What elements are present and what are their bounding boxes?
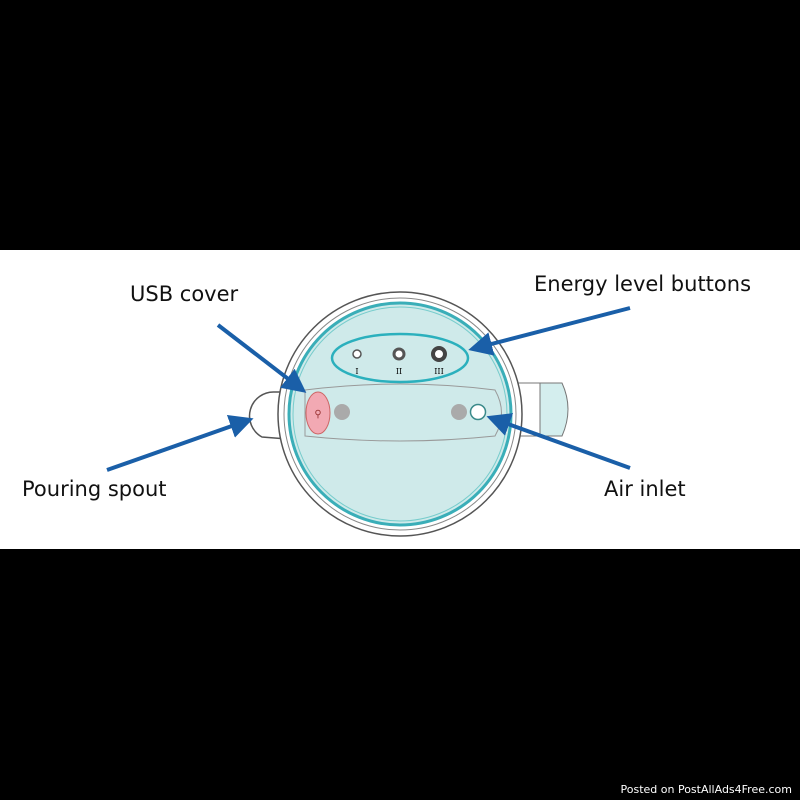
usb-icon: ⚲ (314, 409, 321, 420)
air-inlet (469, 403, 487, 421)
energy-button-3[interactable] (431, 346, 447, 362)
grey-dot-left (334, 404, 350, 420)
energy-buttons-label: Energy level buttons (534, 272, 752, 296)
pouring-spout-arrow (106, 415, 254, 472)
energy-label-1: I (355, 367, 358, 376)
usb-cover-arrow (216, 323, 307, 393)
grey-dot-right (451, 404, 467, 420)
energy-buttons-arrow (468, 306, 631, 356)
usb-cover-label: USB cover (130, 282, 239, 306)
energy-label-3: III (434, 367, 443, 376)
energy-label-2: II (396, 367, 402, 376)
footer-watermark: Posted on PostAllAds4Free.com (620, 783, 793, 796)
energy-level-buttons: I II III (352, 346, 447, 376)
air-inlet-arrow (486, 413, 631, 470)
pouring-spout-label: Pouring spout (22, 477, 167, 501)
energy-button-2[interactable] (392, 347, 406, 361)
air-inlet-label: Air inlet (604, 477, 686, 501)
energy-button-1[interactable] (352, 349, 362, 359)
energy-buttons-highlight (330, 332, 470, 384)
usb-cover[interactable] (305, 391, 331, 435)
